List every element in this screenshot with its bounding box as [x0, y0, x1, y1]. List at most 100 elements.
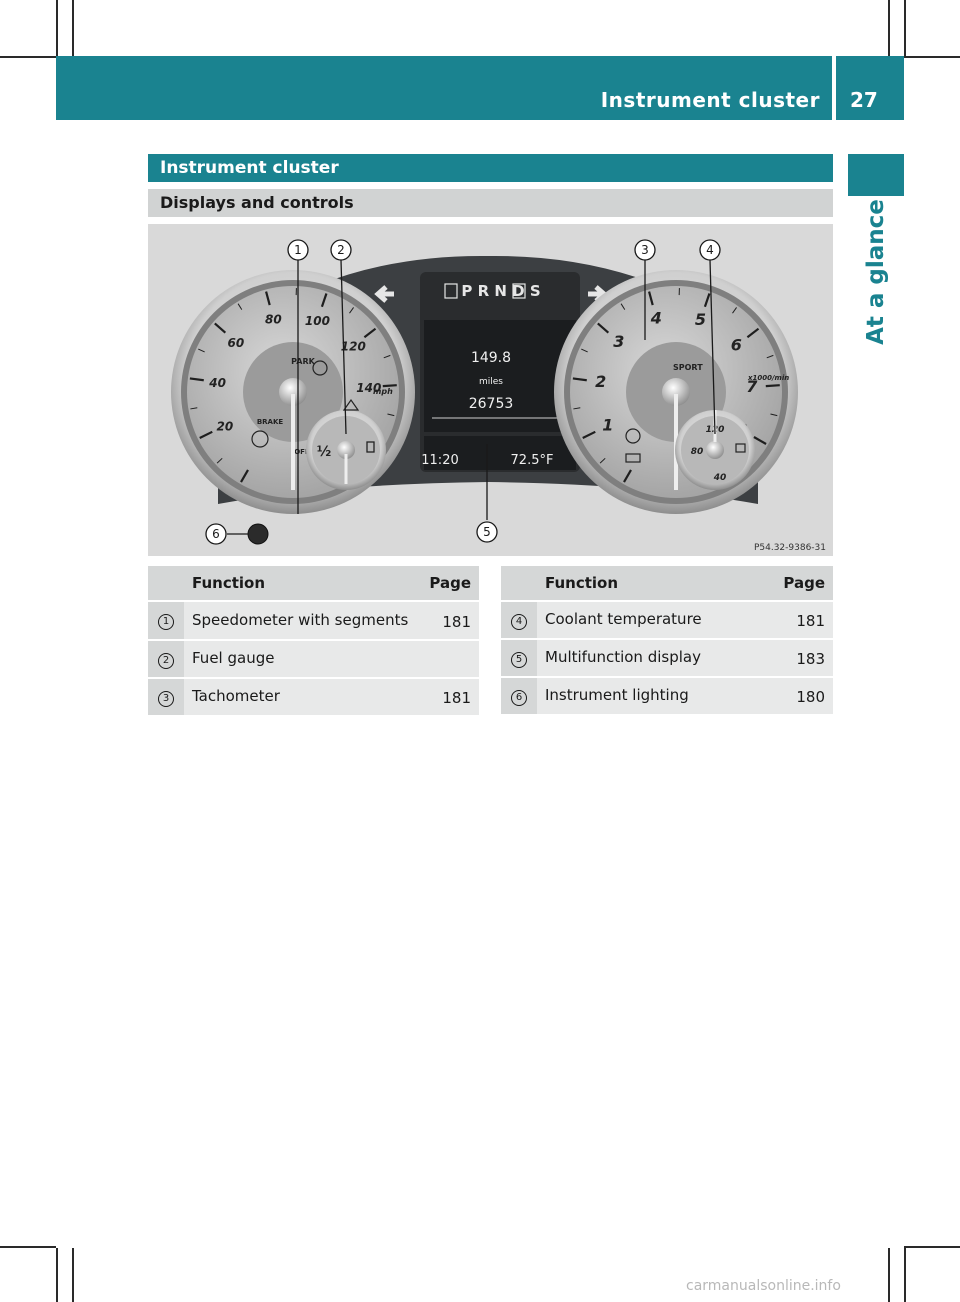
- gauge-tick: [214, 322, 227, 334]
- table-row: 3 Tachometer 181: [148, 677, 479, 715]
- callout-5: 5: [483, 525, 491, 539]
- brake-indicator-label: BRAKE: [257, 418, 284, 426]
- gauge-tick: [198, 348, 205, 353]
- row-function: Coolant temperature: [537, 600, 773, 639]
- coolant-mark-low: 40: [713, 473, 727, 483]
- display-temperature: 72.5°F: [511, 453, 554, 468]
- row-number: 2: [148, 639, 184, 678]
- instrument-lighting-knob: [247, 523, 269, 545]
- gauge-tick: [599, 457, 606, 464]
- brake-warning-icon: [251, 430, 269, 448]
- center-display-screen: [424, 320, 576, 432]
- coolant-mark-low-mid: 80: [691, 447, 704, 457]
- crop-mark: [56, 0, 58, 56]
- gauge-tick: [766, 354, 774, 359]
- gauge-tick: [732, 307, 737, 314]
- gauge-numeral: 120: [341, 340, 366, 354]
- tachometer-knob: [662, 378, 690, 406]
- crop-mark: [904, 1246, 960, 1248]
- figure-code: P54.32-9386-31: [754, 543, 826, 553]
- crop-mark: [0, 1246, 56, 1248]
- tire-pressure-icon: [625, 428, 641, 444]
- gauge-tick: [383, 354, 391, 359]
- crop-mark: [56, 1248, 58, 1302]
- gauge-tick: [623, 469, 632, 483]
- coolant-gauge-knob: [706, 441, 724, 459]
- gauge-tick: [581, 348, 588, 353]
- speedo-unit-label: mph: [373, 387, 393, 396]
- row-function: Tachometer: [184, 677, 419, 715]
- left-turn-arrow-icon: [374, 285, 394, 303]
- park-indicator-label: PARK: [291, 357, 315, 366]
- side-tab-label: At a glance: [863, 199, 889, 345]
- coolant-temp-icon: [735, 443, 746, 453]
- table-header-page: Page: [773, 566, 833, 601]
- row-page: [419, 639, 479, 678]
- gauge-numeral: 3: [613, 332, 624, 351]
- gauge-tick: [265, 291, 271, 306]
- callout-number: 2: [158, 653, 174, 669]
- row-page: 180: [773, 676, 833, 714]
- function-table-left: Function Page 1 Speedometer with segment…: [148, 566, 479, 715]
- table-row: 2 Fuel gauge: [148, 639, 479, 678]
- row-page: 181: [773, 600, 833, 639]
- gauge-numeral: 80: [265, 313, 282, 327]
- callout-number: 5: [511, 652, 527, 668]
- gauge-tick: [746, 327, 760, 339]
- gauge-numeral: 6: [731, 336, 742, 355]
- gauge-numeral: 100: [305, 314, 330, 328]
- gauge-tick: [320, 293, 328, 308]
- section-subtitle: Displays and controls: [148, 189, 833, 217]
- esp-off-indicator-label: OFF: [294, 448, 310, 456]
- display-time: 11:20: [421, 453, 458, 468]
- crop-mark: [888, 0, 890, 56]
- table-header-row: Function Page: [148, 566, 479, 601]
- callout-3: 3: [641, 243, 649, 257]
- callout-number: 1: [158, 614, 174, 630]
- row-function: Fuel gauge: [184, 639, 419, 678]
- check-engine-icon: [625, 453, 641, 463]
- gauge-tick: [363, 327, 377, 339]
- display-trip-value: 149.8: [471, 350, 511, 366]
- section-title: Instrument cluster: [148, 154, 833, 182]
- gauge-numeral: 60: [228, 336, 245, 350]
- gauge-tick: [382, 384, 397, 388]
- crop-mark: [904, 1248, 906, 1302]
- gauge-tick: [597, 322, 610, 334]
- gear-s-box: [512, 283, 526, 299]
- gear-indicator: P R N D S: [461, 282, 540, 300]
- tacho-unit-label: x1000/min: [747, 374, 789, 382]
- gauge-tick: [648, 291, 654, 306]
- tachometer-gauge: 12345678 x1000/min SPORT 80 120 40: [554, 270, 798, 514]
- row-number: 6: [501, 676, 537, 714]
- speedometer-knob: [279, 378, 307, 406]
- gauge-tick: [216, 457, 223, 464]
- center-display-bottom: [424, 436, 576, 470]
- fuel-half-mark: ½: [317, 444, 332, 460]
- table-row: 5 Multifunction display 183: [501, 638, 833, 677]
- speedometer-gauge: 20406080100120140160 mph PARK BRAKE OFF …: [171, 270, 415, 514]
- watermark: carmanualsonline.info: [686, 1278, 841, 1294]
- gauge-tick: [703, 293, 711, 308]
- fuel-gauge-knob: [337, 441, 355, 459]
- callout-number: 3: [158, 691, 174, 707]
- instrument-cluster-figure: P R N D S 149.8 miles 26753 11:20 72.5°F…: [148, 224, 833, 556]
- gauge-numeral: 2: [595, 372, 606, 391]
- page-number: 27: [850, 88, 878, 112]
- crop-mark: [904, 56, 960, 58]
- gauge-tick: [190, 407, 198, 410]
- row-function: Speedometer with segments: [184, 600, 419, 640]
- gauge-tick: [753, 436, 767, 445]
- row-function: Instrument lighting: [537, 676, 773, 714]
- gauge-tick: [582, 430, 596, 439]
- warning-triangle-icon: [342, 398, 360, 411]
- gauge-tick: [189, 377, 204, 382]
- callout-2: 2: [337, 243, 345, 257]
- row-page: 181: [419, 677, 479, 715]
- tachometer-ticks: [572, 288, 780, 483]
- callout-markers: 1 2 3 4 5 6: [205, 239, 721, 545]
- row-number: 4: [501, 600, 537, 639]
- gauge-tick: [349, 307, 354, 314]
- gauge-numeral: 7: [746, 377, 758, 396]
- crop-mark: [888, 1248, 890, 1302]
